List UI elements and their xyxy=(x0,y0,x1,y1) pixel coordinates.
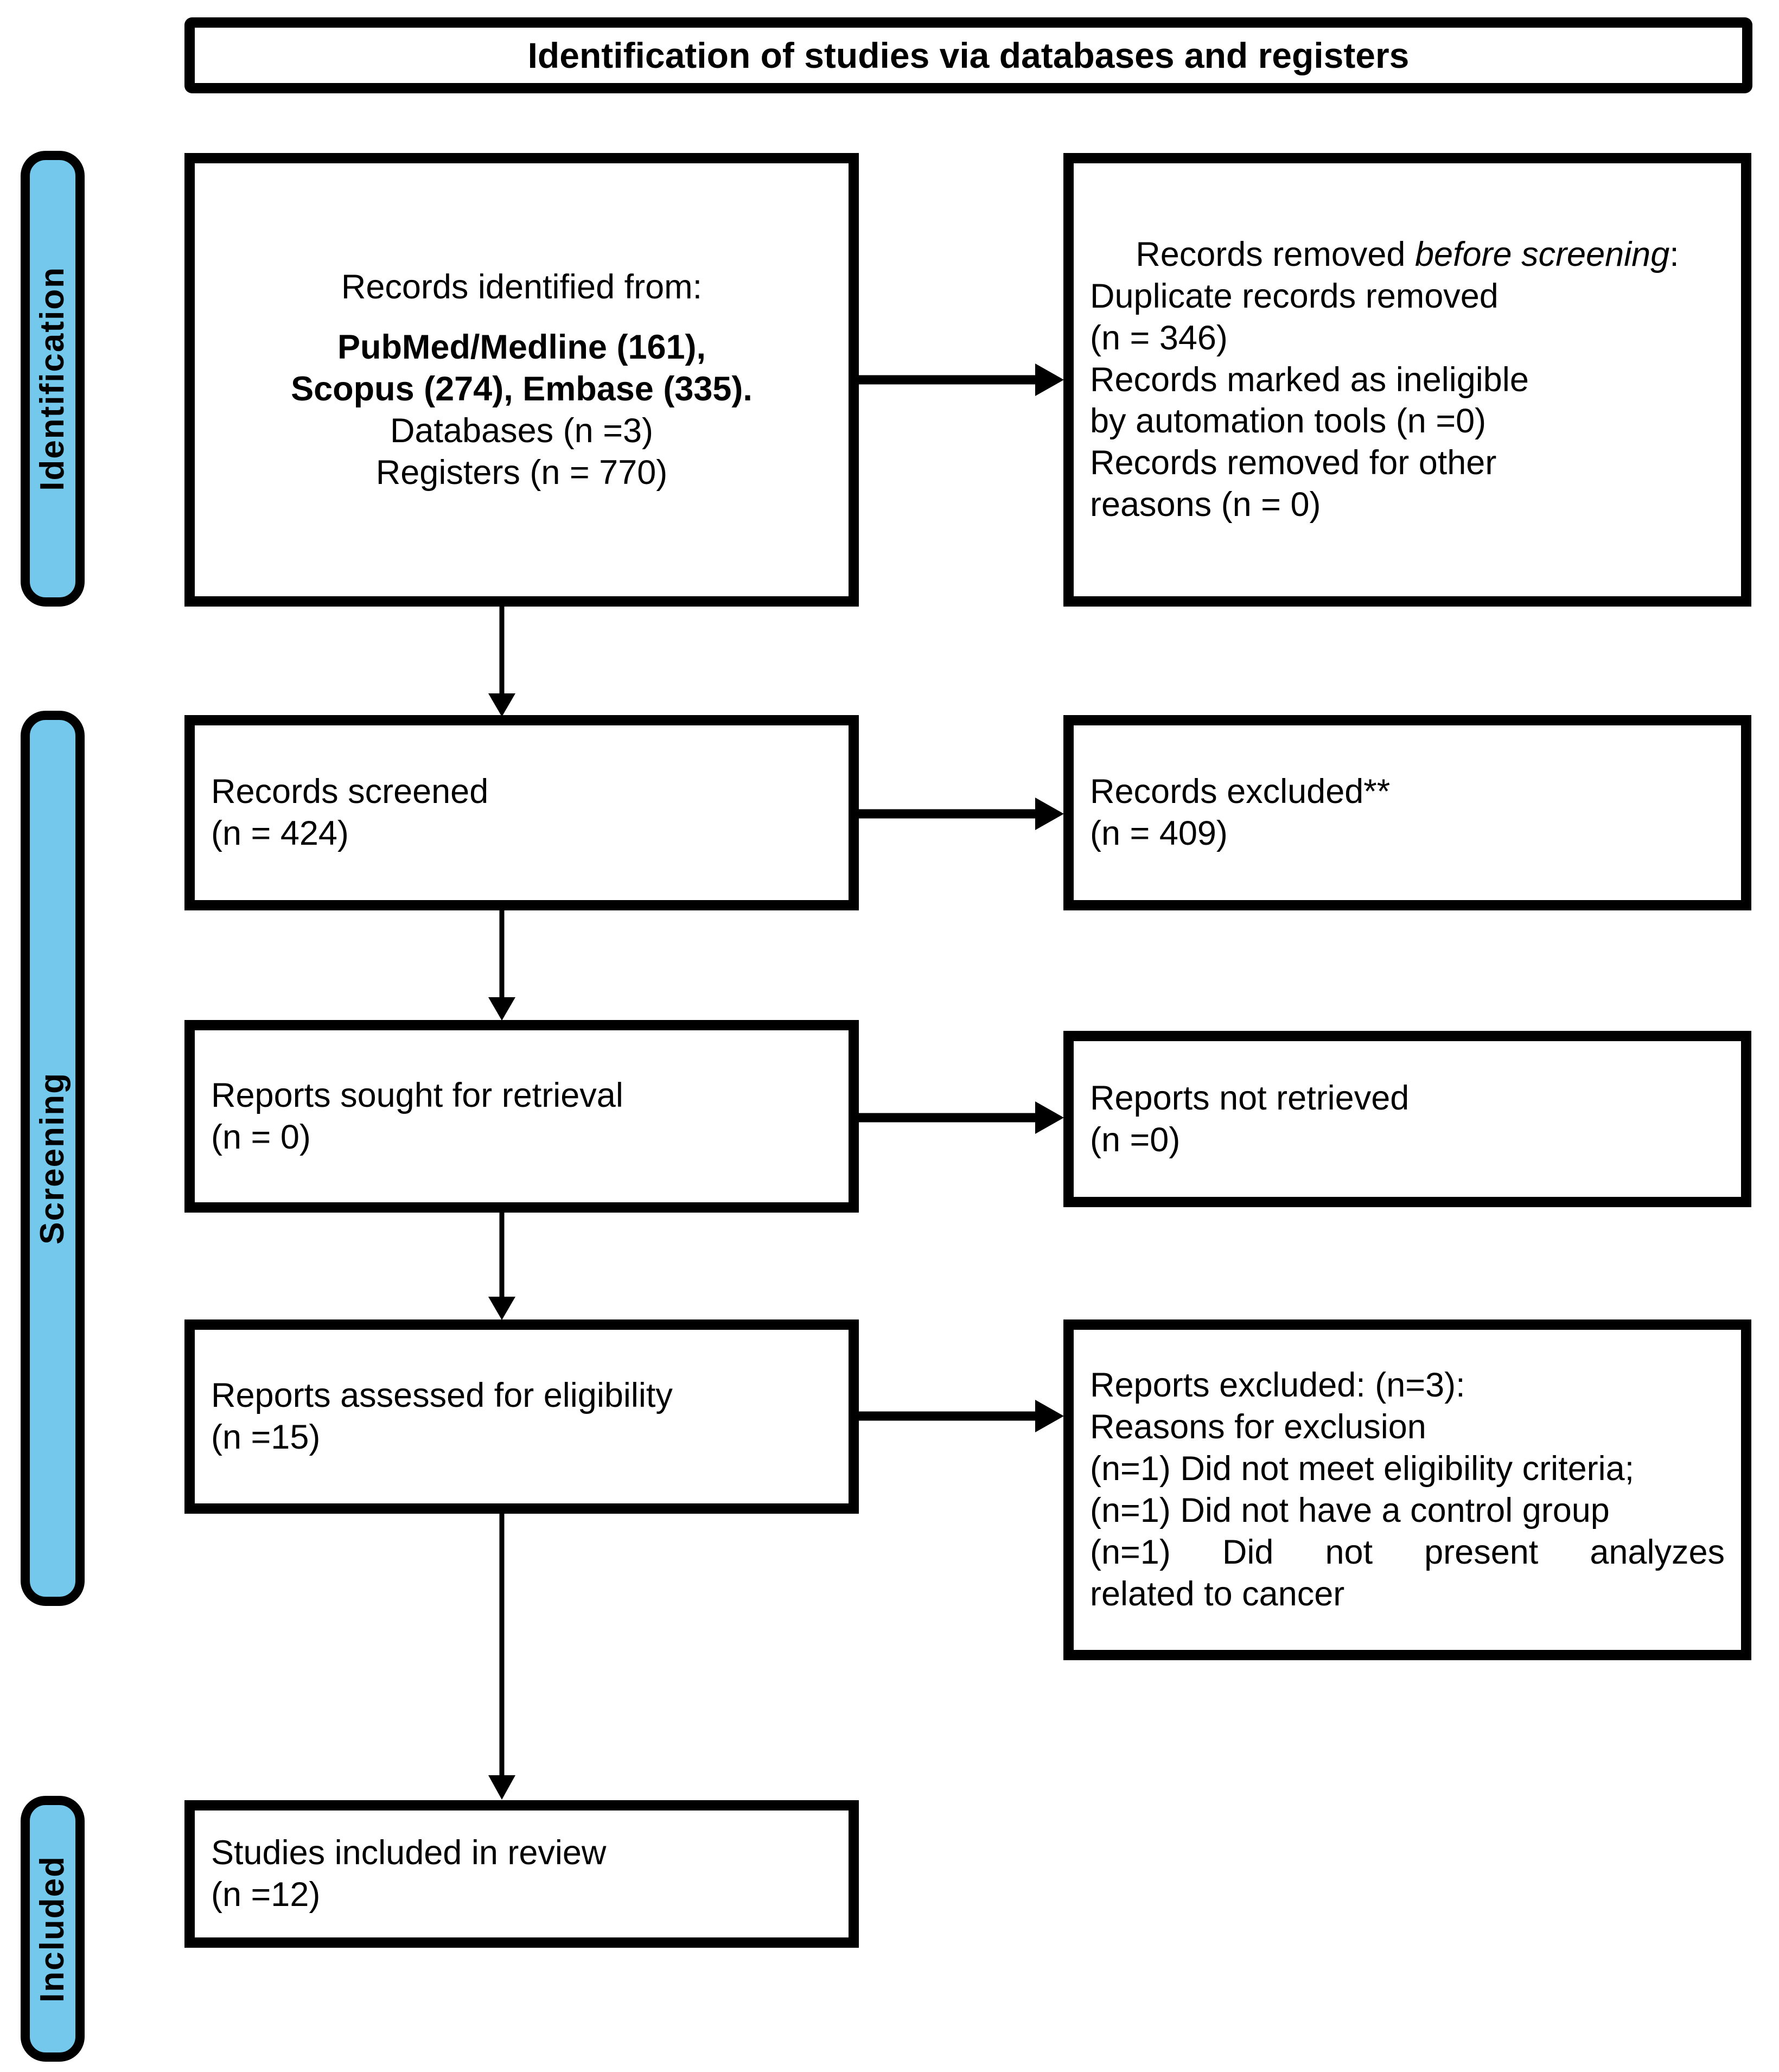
box-records-identified: Records identified from: PubMed/Medline … xyxy=(184,153,859,607)
reports-excluded-line-5: (n=1) Did not present analyzes xyxy=(1090,1533,1725,1571)
records-excluded-line-2: (n = 409) xyxy=(1090,814,1228,852)
records-screened-line-2: (n = 424) xyxy=(211,814,349,852)
reports-excluded-line-4: (n=1) Did not have a control group xyxy=(1090,1491,1610,1529)
reports-excluded-line-3: (n=1) Did not meet eligibility criteria; xyxy=(1090,1450,1635,1488)
box-studies-included-in-review: Studies included in review (n =12) xyxy=(184,1800,859,1948)
reports-sought-line-2: (n = 0) xyxy=(211,1118,311,1156)
records-identified-line-6: Registers (n = 770) xyxy=(375,453,668,492)
records-excluded-line-1: Records excluded** xyxy=(1090,773,1391,811)
arrow-identified-to-screened xyxy=(477,607,526,718)
arrow-sought-to-assessed xyxy=(477,1213,526,1321)
records-removed-line-2: (n = 346) xyxy=(1090,318,1228,357)
records-removed-line-5: Records removed for other xyxy=(1090,444,1497,482)
reports-excluded-line-1: Reports excluded: (n=3): xyxy=(1090,1366,1465,1405)
arrow-screened-to-excluded xyxy=(859,792,1065,836)
box-records-screened: Records screened (n = 424) xyxy=(184,715,859,910)
records-removed-heading: Records removed before screening: xyxy=(1090,234,1725,276)
reports-not-retrieved-line-2: (n =0) xyxy=(1090,1120,1181,1159)
stage-label-included: Included xyxy=(34,1855,71,2003)
box-reports-not-retrieved: Reports not retrieved (n =0) xyxy=(1063,1031,1751,1207)
box-reports-assessed-for-eligibility: Reports assessed for eligibility (n =15) xyxy=(184,1319,859,1514)
diagram-title-box: Identification of studies via databases … xyxy=(184,17,1752,93)
arrow-assessed-to-excluded xyxy=(859,1394,1065,1438)
records-removed-heading-tail: : xyxy=(1669,235,1679,273)
records-removed-line-1: Duplicate records removed xyxy=(1090,277,1499,315)
reports-excluded-line-6: related to cancer xyxy=(1090,1574,1345,1613)
records-removed-line-6: reasons (n = 0) xyxy=(1090,486,1321,524)
box-reports-excluded-with-reasons: Reports excluded: (n=3): Reasons for exc… xyxy=(1063,1319,1751,1660)
box-records-removed-before-screening: Records removed before screening: Duplic… xyxy=(1063,153,1751,607)
reports-sought-line-1: Reports sought for retrieval xyxy=(211,1076,623,1114)
reports-assessed-line-1: Reports assessed for eligibility xyxy=(211,1376,673,1415)
studies-included-line-2: (n =12) xyxy=(211,1876,321,1914)
records-identified-line-3: PubMed/Medline (161), xyxy=(337,328,706,367)
arrow-identified-to-removed xyxy=(859,358,1065,401)
records-removed-line-4: by automation tools (n =0) xyxy=(1090,402,1487,441)
stage-band-screening: Screening xyxy=(21,711,85,1606)
box-records-excluded: Records excluded** (n = 409) xyxy=(1063,715,1751,910)
records-removed-heading-italic: before screening xyxy=(1414,235,1670,273)
arrow-sought-to-not-retrieved xyxy=(859,1096,1065,1139)
reports-not-retrieved-line-1: Reports not retrieved xyxy=(1090,1079,1410,1117)
page-title: Identification of studies via databases … xyxy=(527,35,1410,75)
reports-assessed-line-2: (n =15) xyxy=(211,1418,321,1456)
studies-included-line-1: Studies included in review xyxy=(211,1834,607,1872)
arrow-screened-to-sought xyxy=(477,910,526,1022)
records-identified-line-5: Databases (n =3) xyxy=(390,411,654,450)
stage-band-identification: Identification xyxy=(21,151,85,607)
records-removed-heading-plain: Records removed xyxy=(1136,235,1415,273)
records-identified-spacer xyxy=(211,308,832,327)
stage-band-included: Included xyxy=(21,1796,85,2062)
reports-excluded-line-2: Reasons for exclusion xyxy=(1090,1408,1426,1446)
records-identified-line-4: Scopus (274), Embase (335). xyxy=(291,369,753,408)
records-identified-line-1: Records identified from: xyxy=(341,267,703,306)
records-screened-line-1: Records screened xyxy=(211,773,489,811)
box-reports-sought-for-retrieval: Reports sought for retrieval (n = 0) xyxy=(184,1020,859,1213)
stage-label-identification: Identification xyxy=(34,266,71,491)
stage-label-screening: Screening xyxy=(34,1072,71,1245)
records-removed-line-3: Records marked as ineligible xyxy=(1090,360,1529,399)
arrow-assessed-to-included xyxy=(477,1514,526,1801)
